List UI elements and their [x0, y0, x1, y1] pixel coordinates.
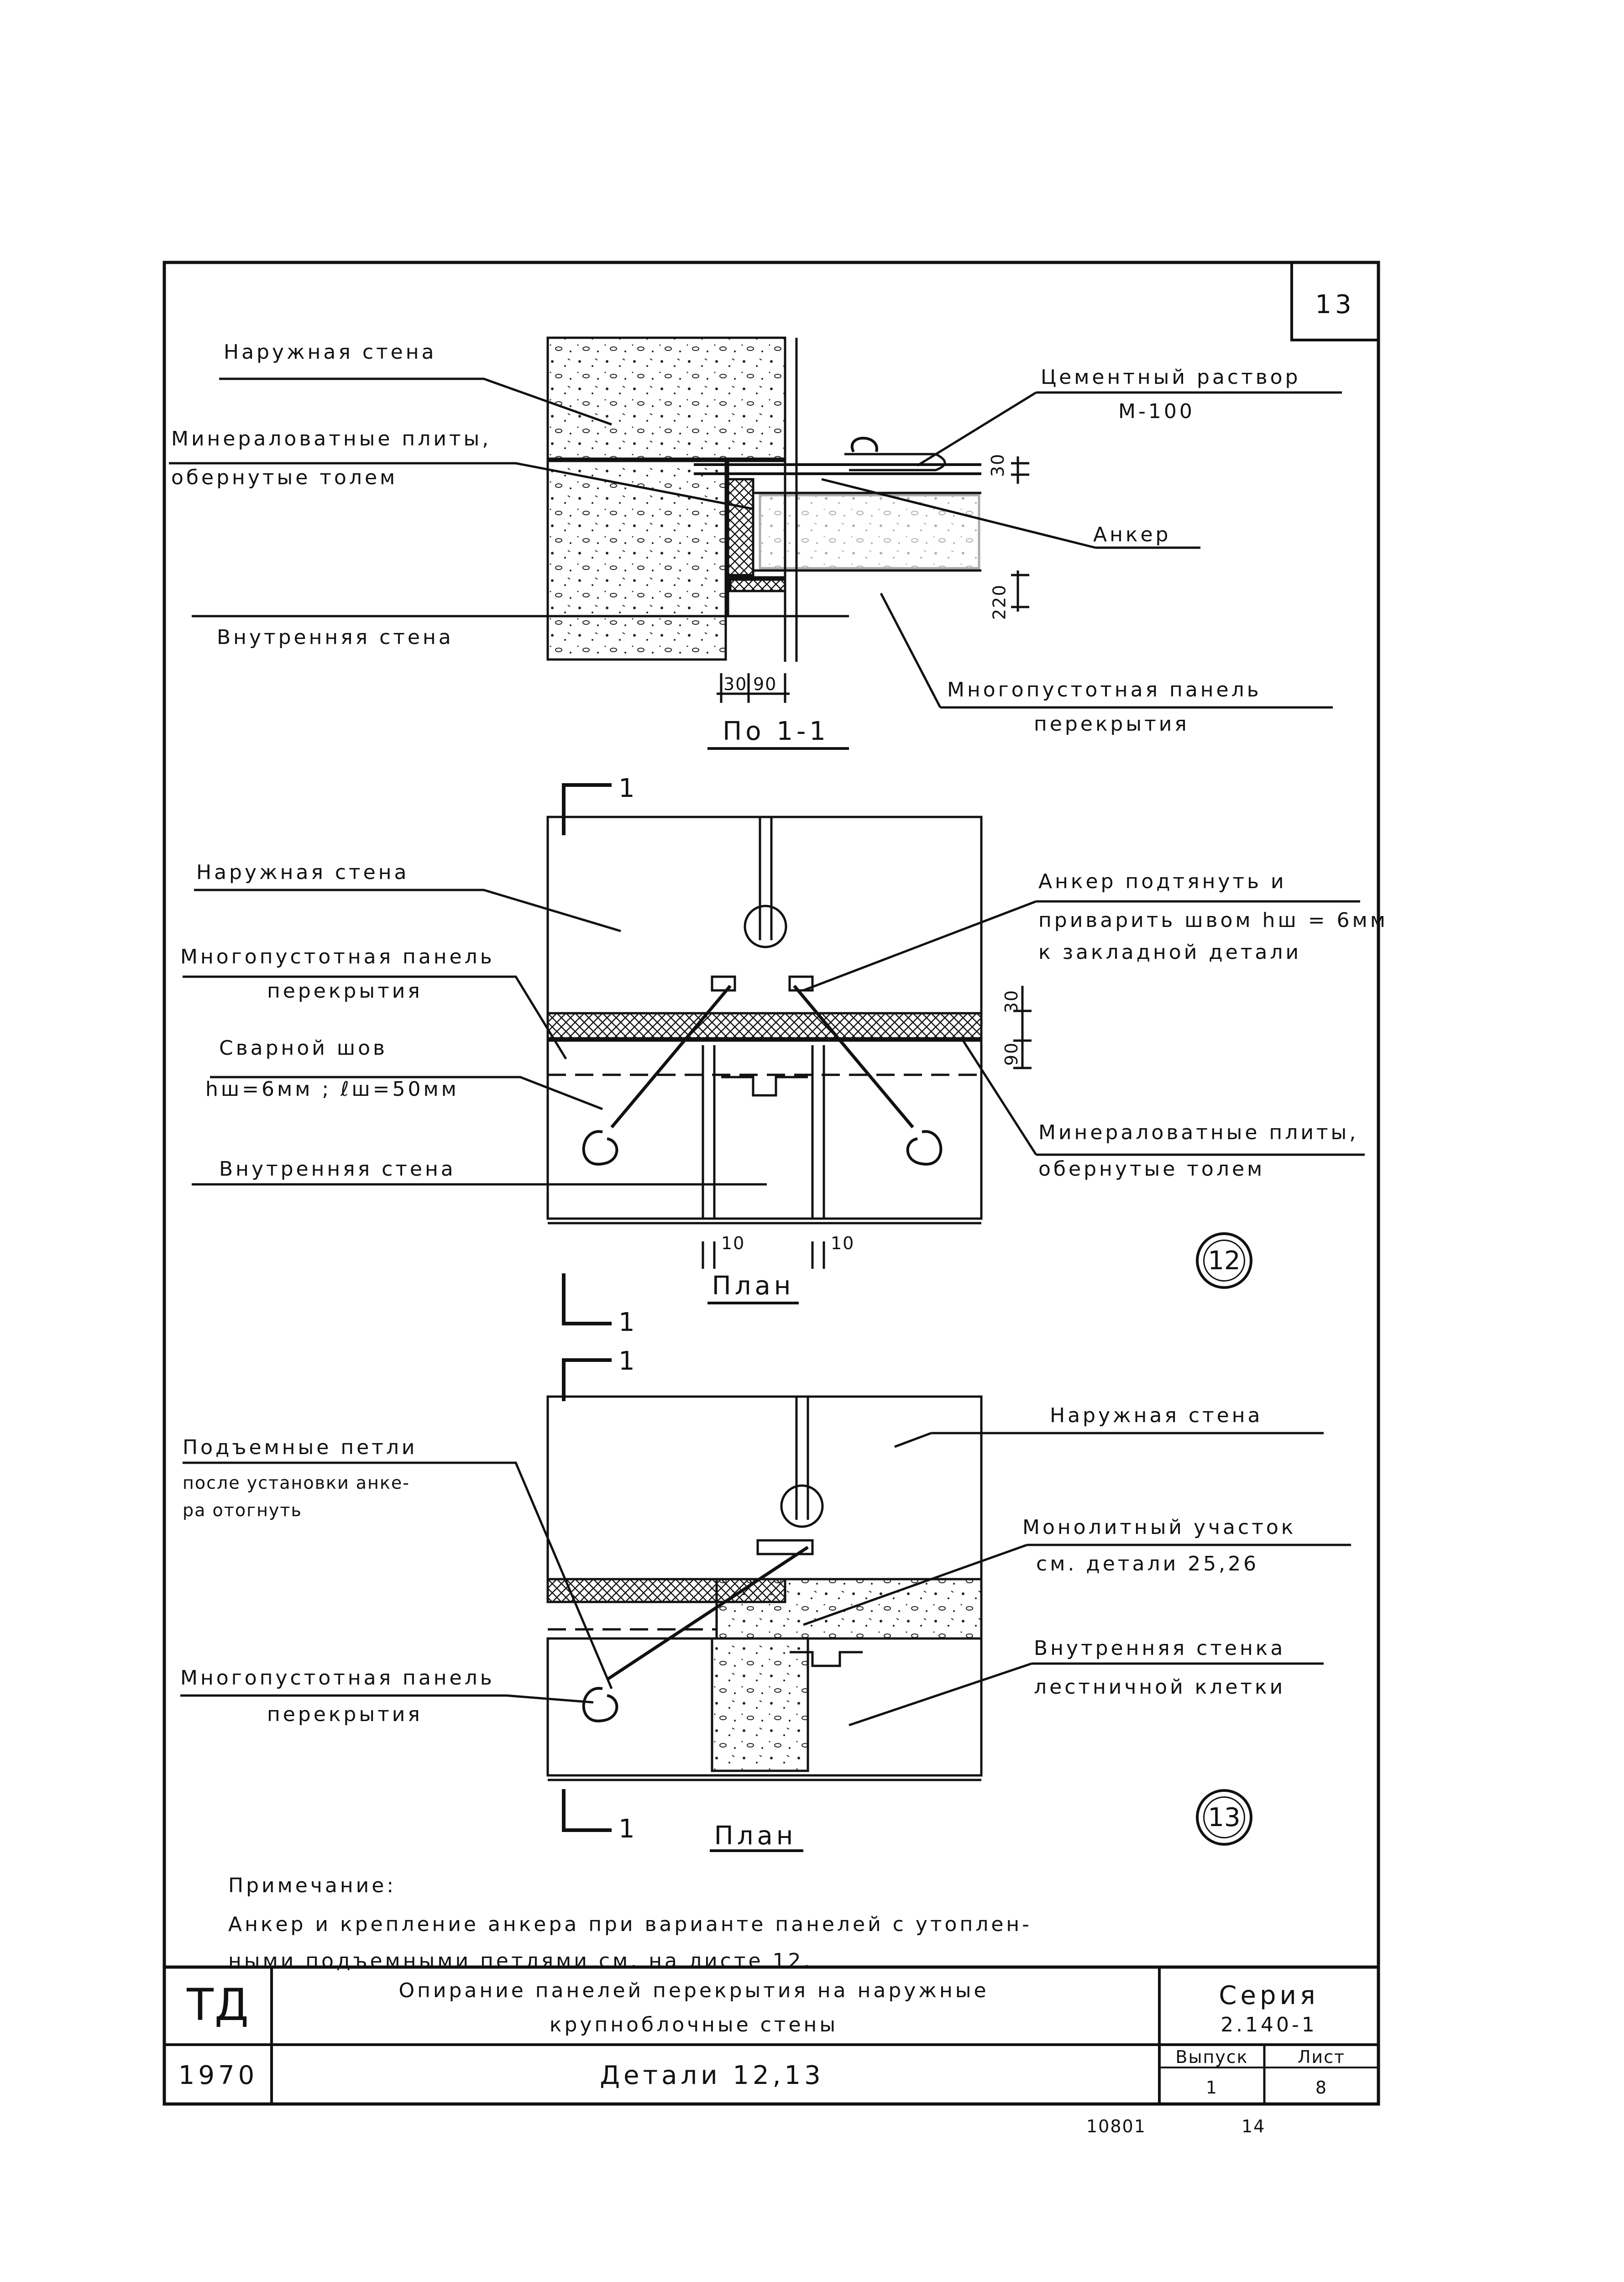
label-mineral-wool-wrap: обернутые толем: [171, 466, 398, 489]
label-monolith: Монолитный участок: [1022, 1516, 1296, 1539]
dim-bottom-90: 90: [753, 674, 777, 694]
label-inner-wall-12: Внутренняя стена: [219, 1157, 456, 1181]
label-outer-wall: Наружная стена: [224, 340, 437, 364]
label-anchor-weld: приварить швом hш = 6мм: [1038, 909, 1388, 932]
series-label: Серия: [1219, 1981, 1319, 2010]
label-inner-wall: Внутренняя стена: [217, 626, 454, 649]
dim-30: 30: [988, 453, 1008, 477]
dim-10a: 10: [721, 1233, 745, 1253]
note-title: Примечание:: [228, 1874, 397, 1897]
label-stair-cell: лестничной клетки: [1034, 1675, 1286, 1699]
detail-section-1-1: [169, 336, 1342, 750]
detail-13-plan: [180, 1358, 1351, 1852]
cut-mark-bottom-12: 1: [618, 1308, 639, 1337]
label-outer-wall-13: Наружная стена: [1050, 1404, 1263, 1427]
sheet-frame: [162, 261, 1380, 2106]
label-cement-mortar: Цементный раствор: [1041, 366, 1301, 389]
cut-mark-top-13: 1: [618, 1346, 639, 1376]
label-loops-after: после установки анке-: [183, 1473, 410, 1493]
label-mineral-wool: Минераловатные плиты,: [171, 427, 492, 450]
drawing-title-line-2: крупноблочные стены: [549, 2013, 838, 2036]
label-cement-grade: М-100: [1118, 400, 1195, 423]
year: 1970: [178, 2061, 258, 2090]
org-code: ТД: [187, 1979, 250, 2031]
series-value: 2.140-1: [1221, 2013, 1317, 2036]
detail-13-marker: 13: [1196, 1789, 1252, 1846]
note-line-2: ными подъемными петлями см. на листе 12.: [228, 1949, 813, 1973]
detail-13-number: 13: [1208, 1802, 1241, 1832]
label-hollow-panel-12: Многопустотная панель: [180, 945, 495, 968]
label-outer-wall-12: Наружная стена: [196, 861, 409, 884]
inner-wall-block: [546, 460, 727, 661]
label-mineral-wrap-12: обернутые толем: [1038, 1157, 1265, 1181]
label-anchor: Анкер: [1093, 523, 1171, 546]
sheet-value: 8: [1315, 2078, 1328, 2098]
label-lifting-loops: Подъемные петли: [183, 1436, 418, 1459]
details-title: Детали 12,13: [600, 2061, 824, 2090]
label-hollow-panel-floor-12: перекрытия: [267, 979, 423, 1003]
detail-12-number: 12: [1208, 1246, 1241, 1276]
page-number: 14: [1242, 2116, 1266, 2136]
dim-10b: 10: [831, 1233, 855, 1253]
dim-90-12: 90: [1001, 1042, 1022, 1066]
section-title: По 1-1: [723, 717, 829, 746]
label-weld-params: hш=6мм ; ℓш=50мм: [205, 1078, 459, 1101]
note-line-1: Анкер и крепление анкера при варианте па…: [228, 1913, 1032, 1936]
label-stair-wall: Внутренняя стенка: [1034, 1637, 1286, 1660]
cut-mark-bottom-13: 1: [618, 1814, 639, 1844]
plan-title-13: План: [714, 1821, 797, 1851]
label-hollow-panel-13: Многопустотная панель: [180, 1666, 495, 1690]
plan-title-12: План: [712, 1271, 795, 1301]
issue-value: 1: [1205, 2078, 1218, 2098]
inventory-number: 10801: [1086, 2116, 1146, 2136]
label-loops-bend: ра отогнуть: [183, 1500, 302, 1520]
issue-label: Выпуск: [1175, 2047, 1248, 2067]
dim-bottom-30: 30: [723, 674, 748, 694]
label-weld: Сварной шов: [219, 1036, 388, 1060]
title-block: [164, 1965, 1378, 2104]
label-monolith-ref: см. детали 25,26: [1036, 1552, 1259, 1575]
sheet-label: Лист: [1297, 2047, 1346, 2067]
dim-220: 220: [989, 584, 1010, 620]
label-anchor-embedded: к закладной детали: [1038, 941, 1302, 964]
outer-wall-block: [546, 336, 786, 460]
cut-mark-top-12: 1: [618, 774, 639, 803]
detail-12-marker: 12: [1196, 1232, 1252, 1289]
label-hollow-panel: Многопустотная панель: [947, 678, 1262, 701]
label-mineral-12: Минераловатные плиты,: [1038, 1121, 1359, 1144]
detail-12-plan: [183, 783, 1365, 1325]
dim-30-12: 30: [1001, 989, 1022, 1014]
label-anchor-tighten: Анкер подтянуть и: [1038, 870, 1287, 893]
drawing-title-line-1: Опирание панелей перекрытия на наружные: [398, 1979, 989, 2002]
sheet-number: 13: [1315, 290, 1355, 319]
label-hollow-panel-floor-13: перекрытия: [267, 1703, 423, 1726]
label-hollow-panel-floor: перекрытия: [1034, 712, 1189, 736]
